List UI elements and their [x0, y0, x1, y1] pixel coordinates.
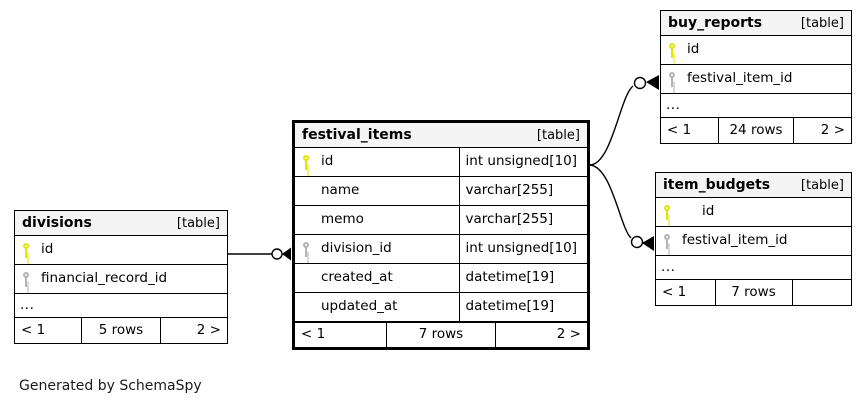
- column-name-label: id: [41, 241, 54, 258]
- table-divisions-title: divisions: [22, 215, 92, 231]
- column-name-cell: created_at: [295, 264, 459, 292]
- primary-key-icon: [662, 204, 675, 220]
- more-columns-indicator: ...: [661, 94, 851, 118]
- column-name-cell: id: [656, 198, 851, 226]
- table-buy-reports-header: buy_reports [table]: [661, 11, 851, 36]
- table-row[interactable]: festival_item_id: [661, 65, 851, 94]
- column-name-label: id: [687, 41, 700, 58]
- table-festival-items[interactable]: festival_items [table] id int unsigned[1…: [292, 120, 590, 350]
- primary-key-icon: [667, 42, 680, 58]
- column-name-cell: updated_at: [295, 293, 459, 321]
- column-type-cell: int unsigned[10]: [458, 235, 587, 263]
- pager-prev-button[interactable]: < 1: [662, 283, 687, 300]
- table-buy-reports-title: buy_reports: [668, 15, 763, 31]
- column-type-cell: varchar[255]: [458, 177, 587, 205]
- table-row[interactable]: memo varchar[255]: [295, 206, 587, 235]
- table-row[interactable]: division_id int unsigned[10]: [295, 235, 587, 264]
- column-name-label: festival_item_id: [687, 70, 793, 87]
- table-row[interactable]: id: [661, 36, 851, 65]
- pager-next-button[interactable]: 2 >: [556, 326, 581, 343]
- table-row[interactable]: financial_record_id: [15, 265, 227, 294]
- pager-row-count: 5 rows: [80, 318, 162, 343]
- table-festival-items-title: festival_items: [302, 127, 412, 143]
- table-divisions[interactable]: divisions [table] id financial_record_id…: [14, 210, 228, 344]
- pager-row-count: 7 rows: [714, 280, 793, 305]
- column-name-cell: id: [661, 36, 851, 64]
- table-divisions-kind: [table]: [176, 215, 220, 231]
- generated-by-caption: Generated by SchemaSpy: [19, 378, 202, 394]
- column-name-cell: id: [15, 236, 227, 264]
- column-name-label: name: [321, 182, 360, 199]
- table-row[interactable]: id: [15, 236, 227, 265]
- table-divisions-header: divisions [table]: [15, 211, 227, 236]
- table-buy-reports-pager: < 1 24 rows 2 >: [661, 118, 851, 143]
- column-name-label: id: [702, 203, 715, 220]
- column-name-cell: festival_item_id: [661, 65, 851, 93]
- pager-row-count: 24 rows: [718, 118, 794, 143]
- column-name-label: financial_record_id: [41, 270, 168, 287]
- column-name-cell: financial_record_id: [15, 265, 227, 293]
- table-row[interactable]: created_at datetime[19]: [295, 264, 587, 293]
- pager-next-button[interactable]: 2 >: [820, 121, 845, 138]
- primary-key-icon: [21, 242, 34, 258]
- column-name-label: id: [321, 153, 334, 170]
- column-type-cell: varchar[255]: [458, 206, 587, 234]
- pager-prev-button[interactable]: < 1: [21, 321, 46, 338]
- table-festival-items-pager: < 1 7 rows 2 >: [295, 322, 587, 347]
- column-name-label: memo: [321, 211, 364, 228]
- more-columns-indicator: ...: [656, 256, 851, 280]
- column-name-cell: name: [295, 177, 459, 205]
- column-type-cell: int unsigned[10]: [458, 148, 587, 176]
- table-row[interactable]: name varchar[255]: [295, 177, 587, 206]
- pager-next-button[interactable]: 2 >: [196, 321, 221, 338]
- table-festival-items-kind: [table]: [536, 127, 580, 143]
- relationship-festival-items-item-budgets: [589, 164, 654, 251]
- column-name-label: updated_at: [321, 298, 398, 315]
- foreign-key-icon: [21, 271, 34, 287]
- pager-next-button[interactable]: [793, 280, 852, 305]
- column-type-cell: datetime[19]: [458, 293, 587, 321]
- column-name-cell: id: [295, 148, 459, 176]
- table-row[interactable]: updated_at datetime[19]: [295, 293, 587, 322]
- table-buy-reports-kind: [table]: [800, 15, 844, 31]
- table-row[interactable]: festival_item_id: [656, 227, 851, 256]
- foreign-key-icon: [301, 241, 314, 257]
- column-name-cell: memo: [295, 206, 459, 234]
- table-festival-items-header: festival_items [table]: [295, 123, 587, 148]
- pager-prev-button[interactable]: < 1: [667, 121, 692, 138]
- table-buy-reports[interactable]: buy_reports [table] id festival_item_id …: [660, 10, 852, 144]
- table-item-budgets-pager: < 1 7 rows: [656, 280, 851, 305]
- column-name-label: division_id: [321, 240, 392, 257]
- foreign-key-icon: [667, 71, 680, 87]
- column-name-cell: festival_item_id: [656, 227, 851, 255]
- relationship-festival-items-buy-reports: [589, 75, 659, 166]
- table-item-budgets[interactable]: item_budgets [table] id festival_item_id…: [655, 172, 852, 306]
- foreign-key-icon: [662, 233, 675, 249]
- pager-prev-button[interactable]: < 1: [301, 326, 326, 343]
- table-item-budgets-title: item_budgets: [663, 177, 771, 193]
- primary-key-icon: [301, 154, 314, 170]
- column-type-cell: datetime[19]: [458, 264, 587, 292]
- more-columns-indicator: ...: [15, 294, 227, 318]
- pager-row-count: 7 rows: [385, 323, 497, 347]
- column-name-label: created_at: [321, 269, 393, 286]
- relationship-divisions-festival-items: [228, 247, 291, 261]
- column-name-cell: division_id: [295, 235, 459, 263]
- column-name-label: festival_item_id: [682, 232, 788, 249]
- table-row[interactable]: id int unsigned[10]: [295, 148, 587, 177]
- table-item-budgets-kind: [table]: [800, 177, 844, 193]
- table-divisions-pager: < 1 5 rows 2 >: [15, 318, 227, 343]
- table-row[interactable]: id: [656, 198, 851, 227]
- table-item-budgets-header: item_budgets [table]: [656, 173, 851, 198]
